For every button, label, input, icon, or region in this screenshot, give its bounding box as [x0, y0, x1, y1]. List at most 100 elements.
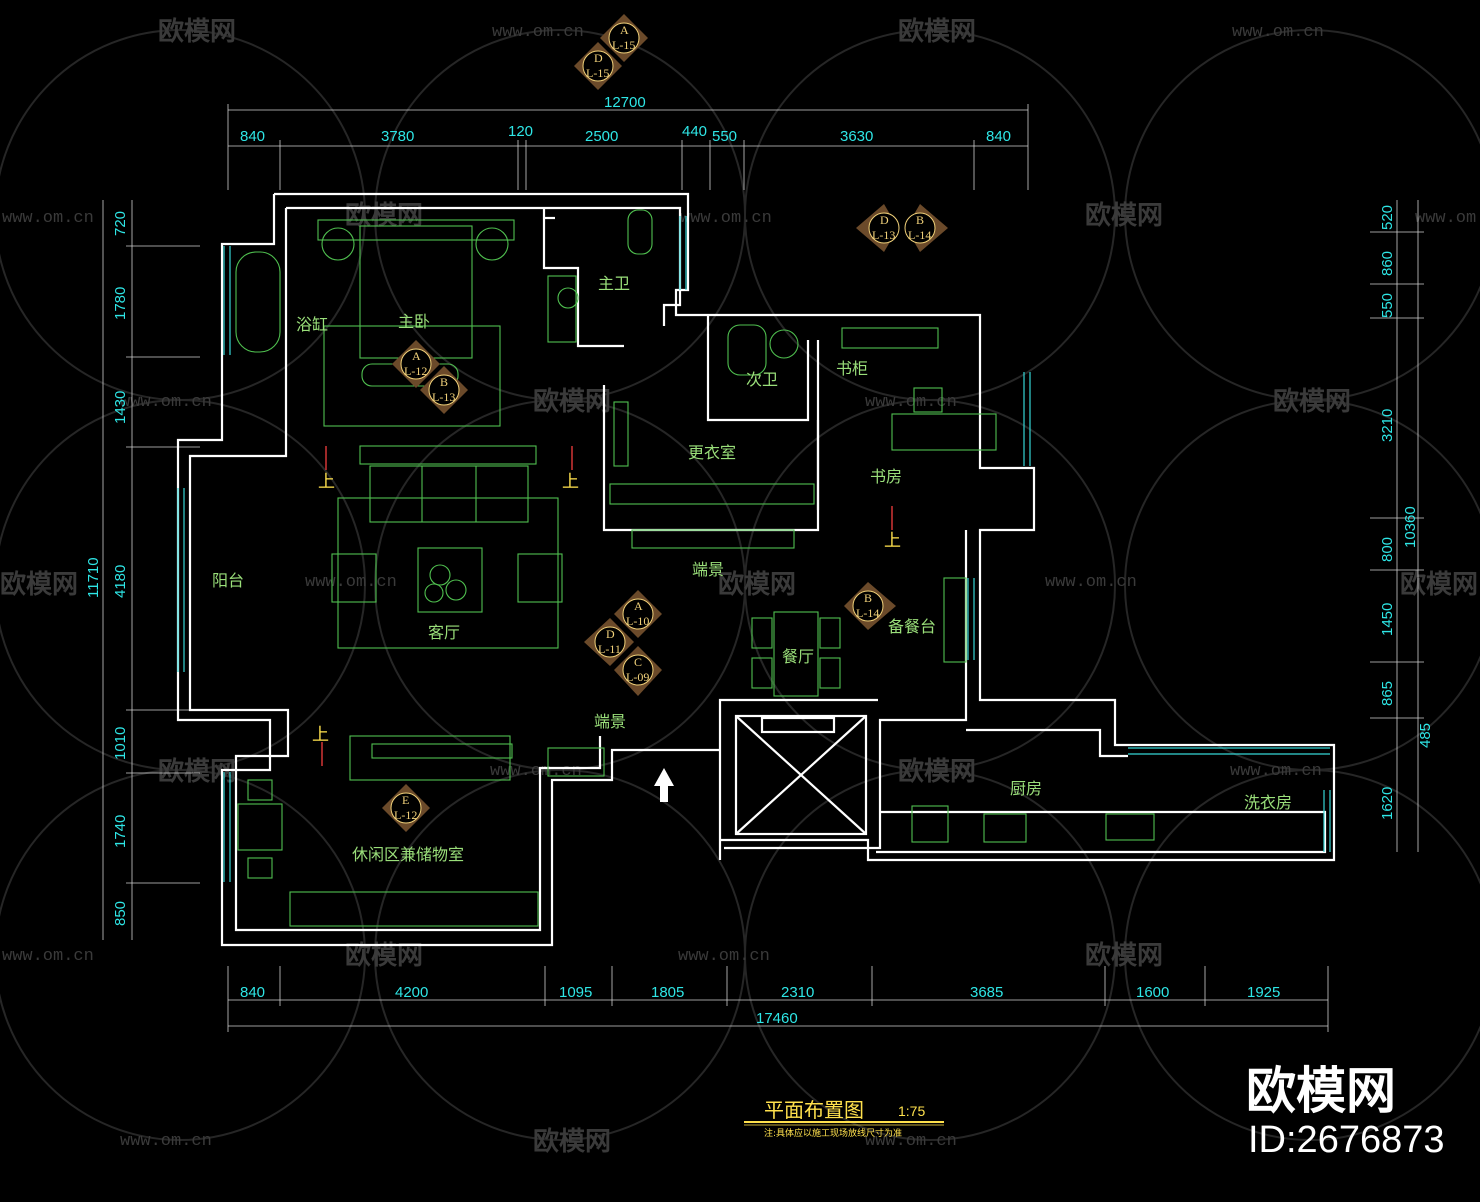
up-markers: 上 上 上 上: [312, 446, 901, 766]
room-label-kitchen: 厨房: [1010, 779, 1042, 798]
entrance-arrow-icon: [654, 768, 674, 802]
section-tag-sheet: L-13: [432, 390, 455, 404]
top-dimensions: 12700 840 3780 120 2500 440 550 3630 840: [227, 94, 1029, 190]
room-labels: 浴缸 主卧 主卫 次卫 书柜 更衣室 书房 阳台 客厅 端景 餐厅 备餐台 端景…: [212, 274, 1292, 864]
dim-left: 720: [112, 211, 129, 236]
watermark-brand: 欧模网: [898, 16, 976, 47]
section-tag: C L-09: [614, 646, 662, 696]
section-tag: D L-15: [574, 42, 622, 90]
room-label-laundry: 洗衣房: [1244, 793, 1292, 812]
watermark-brand: 欧模网: [1273, 386, 1351, 417]
section-tag: D L-11: [584, 618, 634, 666]
section-tag-letter: B: [440, 375, 448, 389]
watermark-brand: 欧模网: [0, 569, 78, 600]
room-label-balcony: 阳台: [212, 571, 244, 590]
room-label-bookcase: 书柜: [836, 359, 868, 378]
room-label-bathtub: 浴缸: [296, 315, 328, 334]
dim-top: 440: [682, 123, 707, 140]
dim-right: 520: [1379, 205, 1396, 230]
section-tag-sheet: L-13: [872, 228, 895, 242]
section-tag: A L-15: [600, 14, 648, 62]
section-tag-sheet: L-11: [598, 642, 621, 656]
room-label-second-bath: 次卫: [746, 370, 778, 389]
watermark-brand: 欧模网: [533, 386, 611, 417]
dim-right: 860: [1379, 251, 1396, 276]
section-tag-sheet: L-10: [626, 614, 649, 628]
brand-name: 欧模网: [1246, 1062, 1396, 1120]
watermark-url: www.om.cn: [2, 209, 94, 228]
room-label-study: 书房: [870, 467, 902, 486]
section-tag-letter: A: [634, 599, 643, 613]
section-tag: B L-13: [420, 366, 468, 414]
dim-top: 120: [508, 123, 533, 140]
watermark-url: www.om.cn: [2, 947, 94, 966]
watermark-url: www.om.cn: [305, 573, 397, 592]
watermark-url: www.om.cn: [865, 1132, 957, 1151]
room-label-master-bath: 主卫: [598, 274, 630, 293]
dim-top: 2500: [585, 128, 618, 145]
dim-top: 3630: [840, 128, 873, 145]
dim-left: 1780: [112, 287, 129, 320]
watermark-brand: 欧模网: [1085, 940, 1163, 971]
dim-right: 800: [1379, 537, 1396, 562]
watermarks: 欧模网 www.om.cn 欧模网 www.om.cn www.om.cn 欧模…: [0, 16, 1480, 1157]
dim-bottom: 2310: [781, 984, 814, 1001]
room-label-feature-bottom: 端景: [594, 712, 626, 731]
section-tag: E L-12: [382, 784, 430, 832]
drawing-scale: 1:75: [898, 1103, 925, 1119]
drawing-note: 注:具体应以施工现场放线尺寸为准: [764, 1127, 902, 1139]
section-tag-sheet: L-14: [856, 606, 879, 620]
dim-bottom-total: 17460: [756, 1010, 798, 1027]
room-label-feature-top: 端景: [692, 560, 724, 579]
left-dimensions: 720 1780 1430 4180 1010 1740 850 11710: [85, 200, 200, 940]
section-tag: B L-14: [904, 204, 948, 252]
dim-right: 3210: [1379, 409, 1396, 442]
dim-top: 550: [712, 128, 737, 145]
section-tags: A L-15 D L-15 D L-13 B L-14 A L-12: [382, 14, 948, 832]
watermark-url: www.om.cn: [490, 762, 582, 781]
section-tag-letter: B: [916, 213, 924, 227]
drawing-title-block: 平面布置图 1:75 注:具体应以施工现场放线尺寸为准: [744, 1098, 944, 1139]
watermark-brand: 欧模网: [158, 16, 236, 47]
watermark-brand: 欧模网: [718, 569, 796, 600]
room-label-master-bedroom: 主卧: [398, 312, 430, 331]
brand-id: ID:2676873: [1248, 1119, 1445, 1161]
section-tag-sheet: L-15: [612, 38, 635, 52]
dim-left: 1430: [112, 391, 129, 424]
watermark-url: www.om.cn: [120, 393, 212, 412]
section-tag: D L-13: [856, 204, 900, 252]
dim-left: 850: [112, 901, 129, 926]
section-tag-letter: B: [864, 591, 872, 605]
dim-bottom: 1805: [651, 984, 684, 1001]
section-tag-letter: A: [412, 349, 421, 363]
dim-right: 1450: [1379, 603, 1396, 636]
section-tag-letter: D: [880, 213, 889, 227]
watermark-url: www.om.cn: [865, 393, 957, 412]
room-label-lounge: 休闲区兼储物室: [352, 845, 464, 864]
dim-bottom: 1925: [1247, 984, 1280, 1001]
section-tag: B L-14: [844, 582, 896, 630]
room-label-living-room: 客厅: [428, 623, 460, 642]
watermark-rings: [0, 29, 1480, 1141]
section-tag-sheet: L-12: [394, 808, 417, 822]
section-tag-letter: C: [634, 655, 642, 669]
dim-top-total: 12700: [604, 94, 646, 111]
dim-bottom: 1600: [1136, 984, 1169, 1001]
dim-bottom: 4200: [395, 984, 428, 1001]
dim-left: 1010: [112, 727, 129, 760]
drawing-title: 平面布置图: [764, 1098, 864, 1122]
dim-right-total: 10360: [1402, 506, 1419, 548]
room-label-closet: 更衣室: [688, 443, 736, 462]
section-tag-sheet: L-09: [626, 670, 649, 684]
up-label: 上: [312, 725, 329, 745]
section-tag: A L-12: [392, 340, 440, 388]
bottom-dimensions: 840 4200 1095 1805 2310 3685 1600 1925 1…: [227, 966, 1329, 1032]
watermark-url: www.om.cn: [1415, 209, 1480, 228]
dim-top: 840: [240, 128, 265, 145]
dim-right-extra: 485: [1417, 723, 1434, 748]
right-dimensions: 520 860 550 3210 800 1450 865 1620 10360…: [1370, 200, 1434, 852]
watermark-brand: 欧模网: [1400, 569, 1478, 600]
dim-right: 865: [1379, 681, 1396, 706]
watermark-url: www.om.cn: [1232, 23, 1324, 42]
